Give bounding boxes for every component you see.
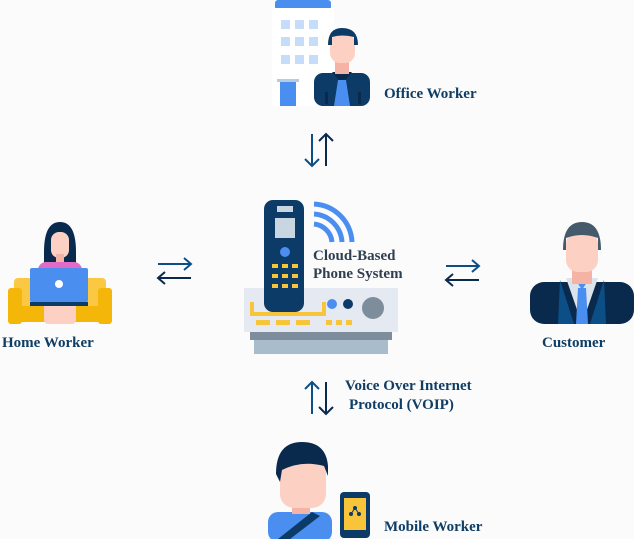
- voip-label-line2: Protocol (VOIP): [349, 397, 454, 413]
- phone-system-node: [242, 196, 402, 354]
- voip-label-line1: Voice Over Internet: [345, 378, 472, 394]
- bidirectional-horizontal-arrows-icon: [156, 257, 193, 285]
- bidirectional-horizontal-arrows-icon: [444, 259, 481, 287]
- office-worker-label: Office Worker: [384, 86, 477, 102]
- home-worker-laptop-icon: [8, 222, 112, 324]
- bidirectional-vertical-arrows-icon: [304, 132, 334, 168]
- phone-system-label-line1: Cloud-Based: [313, 248, 396, 264]
- customer-label: Customer: [542, 335, 606, 351]
- customer-businessman-icon: [530, 222, 634, 324]
- phone-mobile-connection-arrows: [302, 378, 336, 418]
- office-phone-connection-arrows: [302, 130, 336, 170]
- cloud-phone-base-icon: [244, 200, 398, 354]
- customer-node: [530, 218, 634, 324]
- bidirectional-vertical-arrows-icon: [304, 380, 334, 416]
- home-worker-node: [8, 218, 112, 326]
- mobile-worker-label: Mobile Worker: [384, 519, 483, 535]
- home-phone-connection-arrows: [156, 256, 194, 286]
- phone-customer-connection-arrows: [444, 258, 482, 288]
- mobile-worker-node: [268, 442, 372, 539]
- home-worker-label: Home Worker: [2, 335, 94, 351]
- mobile-worker-smartphone-icon: [268, 442, 370, 539]
- office-building-worker-icon: [272, 0, 370, 106]
- office-worker-node: [270, 0, 370, 106]
- phone-system-label-line2: Phone System: [313, 266, 403, 282]
